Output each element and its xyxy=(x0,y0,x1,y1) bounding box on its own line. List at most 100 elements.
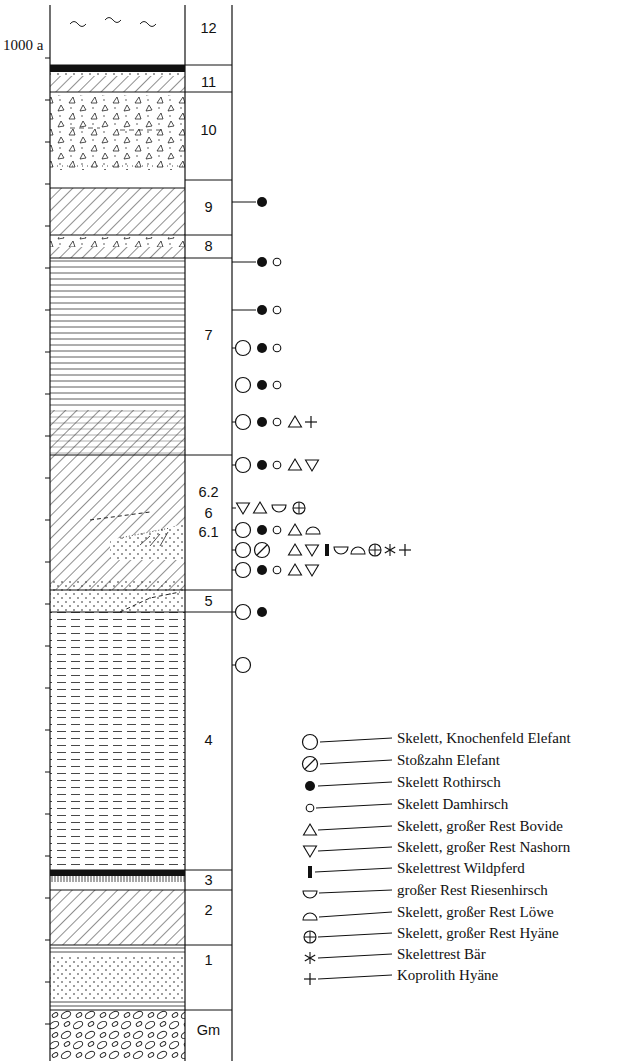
drawing-use xyxy=(236,523,251,538)
drawing-use xyxy=(273,306,281,314)
drawing-use xyxy=(273,566,281,574)
drawing-use xyxy=(289,524,302,535)
drawing-rect xyxy=(50,72,185,76)
drawing-line xyxy=(45,982,50,983)
drawing-line xyxy=(232,530,235,531)
drawing-rect xyxy=(50,890,185,945)
drawing-line xyxy=(45,1024,50,1025)
drawing-line xyxy=(45,478,50,479)
drawing-use xyxy=(257,343,267,353)
drawing-rect xyxy=(50,580,185,590)
drawing-use xyxy=(236,658,251,673)
drawing-line xyxy=(50,92,232,93)
drawing-line xyxy=(45,352,50,353)
drawing-line xyxy=(184,5,185,1061)
drawing-line xyxy=(45,562,50,563)
drawing-use xyxy=(257,607,267,617)
drawing-line xyxy=(232,310,256,311)
layer-number: 10 xyxy=(186,123,231,138)
drawing-use xyxy=(303,913,317,920)
layer-number: 9 xyxy=(186,200,231,215)
drawing-use xyxy=(369,544,381,556)
drawing-use xyxy=(237,503,250,514)
drawing-rect xyxy=(50,410,185,455)
drawing-line xyxy=(315,868,392,872)
drawing-line xyxy=(45,394,50,395)
layer-cell: Gm xyxy=(186,1010,231,1061)
drawing-rect xyxy=(50,1010,185,1061)
drawing-rect xyxy=(50,65,185,72)
drawing-use xyxy=(334,547,348,554)
drawing-line xyxy=(320,738,392,742)
drawing-use xyxy=(236,378,251,393)
drawing-path xyxy=(90,512,150,520)
drawing-line xyxy=(185,180,232,181)
drawing-use xyxy=(306,804,314,812)
drawing-line xyxy=(45,604,50,605)
drawing-line xyxy=(318,847,392,851)
layer-cell: 2 xyxy=(186,890,231,945)
drawing-use xyxy=(236,341,251,356)
legend-text: Skelett Rothirsch xyxy=(397,774,501,791)
column-frame xyxy=(45,5,232,1061)
drawing-rect xyxy=(50,188,185,235)
drawing-line xyxy=(70,128,100,129)
drawing-line xyxy=(232,202,256,203)
drawing-line xyxy=(50,948,185,949)
drawing-line xyxy=(232,508,236,509)
scale-label: 1000 a xyxy=(3,37,43,54)
drawing-use xyxy=(236,458,251,473)
legend-text: Skelettrest Wildpferd xyxy=(397,860,525,877)
drawing-use xyxy=(273,258,281,266)
drawing-line xyxy=(50,590,232,591)
drawing-line xyxy=(45,940,50,941)
drawing-rect xyxy=(50,237,185,247)
drawing-use xyxy=(289,459,302,470)
drawing-path xyxy=(110,525,185,560)
drawing-rect xyxy=(50,410,185,455)
drawing-line xyxy=(50,258,232,259)
drawing-line xyxy=(320,760,392,764)
drawing-line xyxy=(45,100,50,101)
drawing-line xyxy=(318,975,392,979)
drawing-rect xyxy=(50,955,185,1000)
drawing-use xyxy=(257,197,267,207)
drawing-use xyxy=(293,502,305,514)
drawing-line xyxy=(316,804,392,808)
drawing-use xyxy=(304,846,317,857)
drawing-line xyxy=(319,890,392,893)
drawing-line xyxy=(120,130,165,131)
drawing-line xyxy=(50,1002,185,1003)
drawing-use xyxy=(273,344,281,352)
drawing-use xyxy=(236,415,251,430)
drawing-use xyxy=(306,545,319,556)
drawing-line xyxy=(50,455,232,456)
drawing-rect xyxy=(50,876,185,882)
drawing-use xyxy=(385,544,395,556)
drawing-rect xyxy=(50,247,185,258)
drawing-use xyxy=(303,735,318,750)
drawing-line xyxy=(45,730,50,731)
drawing-line xyxy=(45,646,50,647)
drawing-use xyxy=(304,973,316,985)
drawing-line xyxy=(50,1006,185,1007)
drawing-use xyxy=(304,824,317,835)
drawing-line xyxy=(232,422,235,423)
drawing-use xyxy=(272,505,286,512)
drawing-line xyxy=(232,665,235,666)
layer-number: 1 xyxy=(186,953,231,968)
lithology-fills xyxy=(50,18,185,1061)
drawing-line xyxy=(45,688,50,689)
drawing-path xyxy=(120,528,170,538)
drawing-line xyxy=(45,58,50,59)
layer-number: 11 xyxy=(186,75,231,90)
drawing-use xyxy=(305,416,317,428)
drawing-path xyxy=(110,525,185,560)
drawing-line xyxy=(45,520,50,521)
drawing-line xyxy=(50,235,232,236)
drawing-use xyxy=(306,565,319,576)
layer-cell: 10 xyxy=(186,92,231,180)
drawing-line xyxy=(50,65,232,66)
layer-number: 6 xyxy=(186,506,231,521)
